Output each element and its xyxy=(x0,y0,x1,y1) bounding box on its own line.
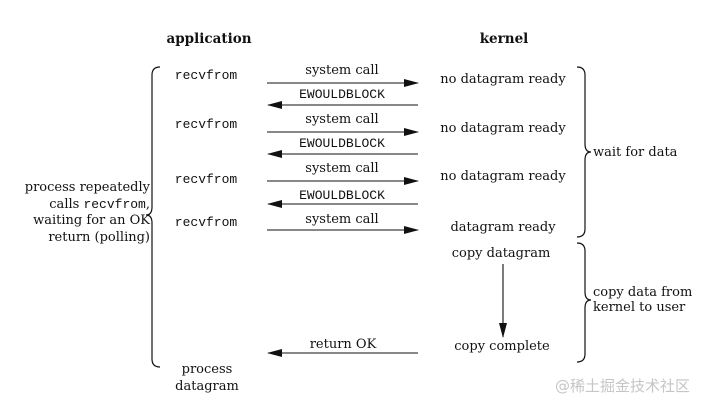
recvfrom-call-2: recvfrom xyxy=(174,117,238,132)
polling-note-recvfrom: recvfrom xyxy=(83,196,146,212)
polling-note-line1: process repeatedly xyxy=(24,180,150,195)
system-call-label-3: system call xyxy=(305,161,379,176)
recvfrom-call-1: recvfrom xyxy=(174,68,238,83)
polling-note-line2: calls recvfrom, xyxy=(0,197,150,214)
watermark: @稀土掘金技术社区 xyxy=(555,377,691,395)
ewouldblock-label-2: EWOULDBLOCK xyxy=(299,136,385,151)
process-datagram-line1: process xyxy=(181,362,233,377)
system-call-label-2: system call xyxy=(305,112,379,127)
recvfrom-call-3: recvfrom xyxy=(174,172,238,187)
polling-note: process repeatedly calls recvfrom, waiti… xyxy=(0,180,150,246)
copy-data-label-line1: copy data from xyxy=(593,285,693,300)
application-header: application xyxy=(166,31,252,47)
wait-for-data-brace xyxy=(576,66,592,238)
kernel-state-2: no datagram ready xyxy=(440,121,566,136)
system-call-label-4: system call xyxy=(305,212,379,227)
process-datagram-note: process datagram xyxy=(175,362,239,395)
process-datagram-line2: datagram xyxy=(175,378,239,394)
polling-note-line2-pre: calls xyxy=(49,196,84,212)
copy-data-brace xyxy=(576,242,592,363)
copy-data-label-line2: kernel to user xyxy=(593,300,686,315)
wait-for-data-label: wait for data xyxy=(593,145,678,160)
polling-note-line2-post: , xyxy=(145,196,150,212)
polling-note-line4: return (polling) xyxy=(48,229,150,245)
return-ok-label: return OK xyxy=(309,337,377,352)
copy-datagram-label: copy datagram xyxy=(451,246,551,261)
kernel-header: kernel xyxy=(479,31,529,47)
kernel-state-4: datagram ready xyxy=(450,220,556,235)
polling-note-line3: waiting for an OK xyxy=(33,213,150,228)
recvfrom-call-4: recvfrom xyxy=(174,215,238,230)
ewouldblock-label-1: EWOULDBLOCK xyxy=(299,87,385,102)
copy-complete-label: copy complete xyxy=(454,339,550,354)
kernel-state-3: no datagram ready xyxy=(440,169,566,184)
left-brace xyxy=(145,66,161,368)
system-call-label-1: system call xyxy=(305,63,379,78)
ewouldblock-label-3: EWOULDBLOCK xyxy=(299,188,385,203)
kernel-state-1: no datagram ready xyxy=(440,72,566,87)
